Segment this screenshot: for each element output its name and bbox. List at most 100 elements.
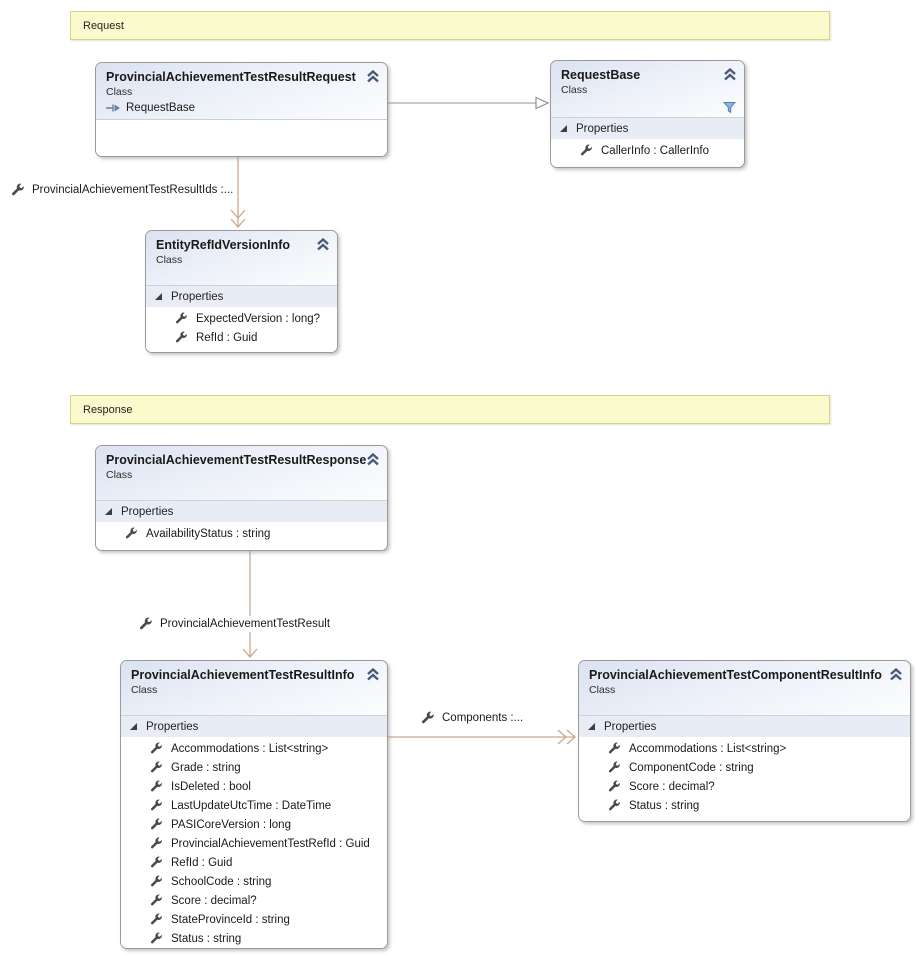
class-stereotype: Class: [561, 84, 588, 96]
banner-response[interactable]: Response: [70, 395, 830, 424]
components-connector: [387, 729, 576, 745]
class-stereotype: Class: [156, 254, 183, 266]
collapse-chevron-icon[interactable]: [366, 70, 380, 83]
property-text: IsDeleted : bool: [171, 780, 251, 793]
property-text: Score : decimal?: [629, 780, 715, 793]
class-title: ProvincialAchievementTestComponentResult…: [589, 668, 882, 682]
wrench-icon: [125, 527, 137, 539]
property-rows: ExpectedVersion : long? RefId : Guid: [146, 307, 337, 352]
property-row[interactable]: Status : string: [579, 796, 910, 815]
wrench-icon: [150, 799, 162, 811]
section-expander-icon[interactable]: [155, 293, 162, 300]
property-row[interactable]: StateProvinceId : string: [121, 910, 387, 929]
wrench-icon: [150, 742, 162, 754]
collapse-chevron-icon[interactable]: [316, 238, 330, 251]
wrench-icon: [150, 932, 162, 944]
connector-label-components[interactable]: Components :...: [418, 710, 527, 726]
connector-label-testresult[interactable]: ProvincialAchievementTestResult: [136, 616, 334, 632]
property-row[interactable]: IsDeleted : bool: [121, 777, 387, 796]
wrench-icon: [150, 780, 162, 792]
property-row[interactable]: ProvincialAchievementTestRefId : Guid: [121, 834, 387, 853]
class-box-requestbase[interactable]: RequestBase Class Properties CallerInfo: [550, 60, 745, 168]
property-text: ExpectedVersion : long?: [196, 312, 321, 325]
property-rows: AvailabilityStatus : string: [96, 522, 387, 550]
section-expander-icon[interactable]: [560, 125, 567, 132]
section-expander-icon[interactable]: [105, 508, 112, 515]
wrench-icon: [150, 818, 162, 830]
class-stereotype: Class: [106, 86, 133, 98]
class-box-provincialachievementtestresultresponse[interactable]: ProvincialAchievementTestResultResponse …: [95, 445, 388, 551]
property-text: AvailabilityStatus : string: [146, 527, 271, 540]
property-text: RefId : Guid: [196, 331, 258, 344]
property-row[interactable]: Score : decimal?: [121, 891, 387, 910]
inheritance-connector: [386, 96, 550, 110]
class-box-provincialachievementtestresultinfo[interactable]: ProvincialAchievementTestResultInfo Clas…: [120, 660, 388, 949]
wrench-icon: [140, 617, 152, 630]
class-box-provincialachievementtestcomponentresultinfo[interactable]: ProvincialAchievementTestComponentResult…: [578, 660, 911, 822]
property-row[interactable]: Grade : string: [121, 758, 387, 777]
property-rows: CallerInfo : CallerInfo: [551, 139, 744, 167]
connector-label-text: ProvincialAchievementTestResult: [160, 618, 331, 630]
collapse-chevron-icon[interactable]: [366, 668, 380, 681]
property-row[interactable]: RefId : Guid: [146, 328, 337, 347]
wrench-icon: [608, 799, 620, 811]
class-stereotype: Class: [589, 684, 616, 696]
section-expander-icon[interactable]: [130, 723, 137, 730]
property-row[interactable]: Status : string: [121, 929, 387, 948]
connector-label-resultids[interactable]: ProvincialAchievementTestResultIds :...: [8, 182, 237, 198]
wrench-icon: [175, 312, 187, 324]
class-header: ProvincialAchievementTestResultRequest C…: [96, 63, 387, 119]
property-text: Accommodations : List<string>: [629, 742, 787, 755]
property-text: SchoolCode : string: [171, 875, 272, 888]
property-text: PASICoreVersion : long: [171, 818, 291, 831]
property-row[interactable]: ExpectedVersion : long?: [146, 309, 337, 328]
wrench-icon: [608, 780, 620, 792]
wrench-icon: [150, 894, 162, 906]
collapse-chevron-icon[interactable]: [723, 68, 737, 81]
class-title: ProvincialAchievementTestResultRequest: [106, 70, 356, 84]
property-row[interactable]: LastUpdateUtcTime : DateTime: [121, 796, 387, 815]
banner-request[interactable]: Request: [70, 11, 830, 40]
property-row[interactable]: CallerInfo : CallerInfo: [551, 141, 744, 160]
property-row[interactable]: Score : decimal?: [579, 777, 910, 796]
collapse-chevron-icon[interactable]: [366, 453, 380, 466]
class-stereotype: Class: [131, 684, 158, 696]
property-row[interactable]: RefId : Guid: [121, 853, 387, 872]
property-row[interactable]: PASICoreVersion : long: [121, 815, 387, 834]
property-text: ComponentCode : string: [629, 761, 754, 774]
wrench-icon: [150, 913, 162, 925]
section-expander-icon[interactable]: [588, 723, 595, 730]
property-row[interactable]: Accommodations : List<string>: [579, 739, 910, 758]
class-title: EntityRefIdVersionInfo: [156, 238, 291, 252]
property-rows: Accommodations : List<string> Grade : st…: [121, 737, 387, 948]
properties-section-header[interactable]: Properties: [146, 285, 337, 307]
properties-section-header[interactable]: Properties: [579, 715, 910, 737]
property-row[interactable]: Accommodations : List<string>: [121, 739, 387, 758]
property-text: ProvincialAchievementTestRefId : Guid: [171, 837, 370, 850]
wrench-icon: [150, 856, 162, 868]
wrench-icon: [608, 742, 620, 754]
class-title: ProvincialAchievementTestResultResponse: [106, 453, 367, 467]
wrench-icon: [150, 761, 162, 773]
section-label: Properties: [146, 720, 199, 733]
property-row[interactable]: SchoolCode : string: [121, 872, 387, 891]
banner-request-label: Request: [83, 19, 124, 32]
class-box-entityrefidversioninfo[interactable]: EntityRefIdVersionInfo Class Properties …: [145, 230, 338, 353]
properties-section-header[interactable]: Properties: [121, 715, 387, 737]
connector-label-text: ProvincialAchievementTestResultIds :...: [32, 184, 234, 196]
wrench-icon: [175, 331, 187, 343]
wrench-icon: [608, 761, 620, 773]
property-text: CallerInfo : CallerInfo: [601, 144, 710, 157]
property-row[interactable]: AvailabilityStatus : string: [96, 524, 387, 543]
properties-section-header[interactable]: Properties: [551, 117, 744, 139]
class-box-provincialachievementtestresultrequest[interactable]: ProvincialAchievementTestResultRequest C…: [95, 62, 388, 157]
filter-funnel-icon[interactable]: [723, 101, 736, 114]
class-header: ProvincialAchievementTestResultInfo Clas…: [121, 661, 387, 715]
property-row[interactable]: ComponentCode : string: [579, 758, 910, 777]
properties-section-header[interactable]: Properties: [96, 500, 387, 522]
property-text: Status : string: [629, 799, 700, 812]
collapse-chevron-icon[interactable]: [889, 668, 903, 681]
class-title: RequestBase: [561, 68, 641, 82]
wrench-icon: [422, 711, 434, 724]
class-header: RequestBase Class: [551, 61, 744, 117]
